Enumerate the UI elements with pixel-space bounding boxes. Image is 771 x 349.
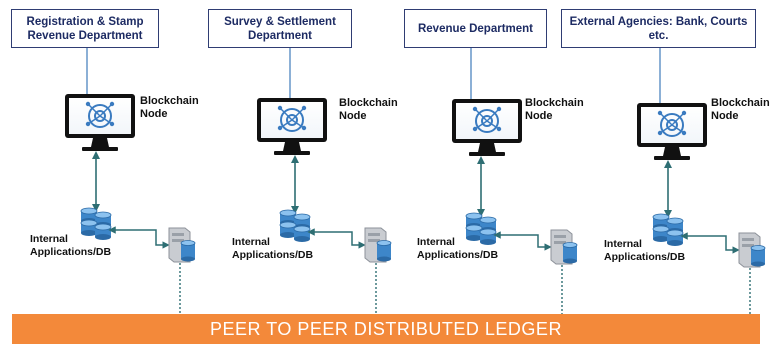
internal-db-label: Internal Applications/DB [30,233,112,258]
monitor-icon [637,103,707,160]
distributed-ledger-bar: PEER TO PEER DISTRIBUTED LEDGER [12,314,760,344]
db-server-arrow [307,228,366,249]
blockchain-emblem-icon [657,110,687,137]
monitor-icon [452,99,522,156]
blockchain-emblem-icon [277,105,307,132]
blockchain-node-label: Blockchain Node [711,97,770,122]
server-icon [738,232,766,268]
database-icon [465,212,497,245]
database-icon [652,213,684,246]
monitor-icon [257,98,327,155]
internal-db-label: Internal Applications/DB [417,236,499,261]
db-server-arrow [680,232,740,254]
internal-db-label: Internal Applications/DB [232,236,314,261]
server-icon [550,229,578,265]
database-icon [279,209,311,242]
department-box-survey: Survey & Settlement Department [208,9,352,48]
server-icon [168,227,196,263]
department-label: Registration & Stamp Revenue Department [26,15,144,42]
monitor-icon [65,94,135,151]
internal-db-label: Internal Applications/DB [604,238,686,263]
database-icon [80,207,112,240]
department-box-registration: Registration & Stamp Revenue Department [11,9,159,48]
blockchain-node-label: Blockchain Node [339,97,398,122]
department-box-revenue: Revenue Department [404,9,547,48]
department-label: Revenue Department [417,22,534,35]
department-label: Survey & Settlement Department [224,15,336,42]
server-icon [364,227,392,263]
blockchain-emblem-icon [472,106,502,133]
db-server-arrow [108,226,170,249]
department-label: External Agencies: Bank, Courts etc. [569,15,748,42]
db-server-arrow [493,231,552,251]
blockchain-node-label: Blockchain Node [525,97,584,122]
ledger-label: PEER TO PEER DISTRIBUTED LEDGER [210,318,562,339]
blockchain-node-label: Blockchain Node [140,95,199,120]
department-box-external-agencies: External Agencies: Bank, Courts etc. [561,9,756,48]
blockchain-emblem-icon [85,101,115,128]
